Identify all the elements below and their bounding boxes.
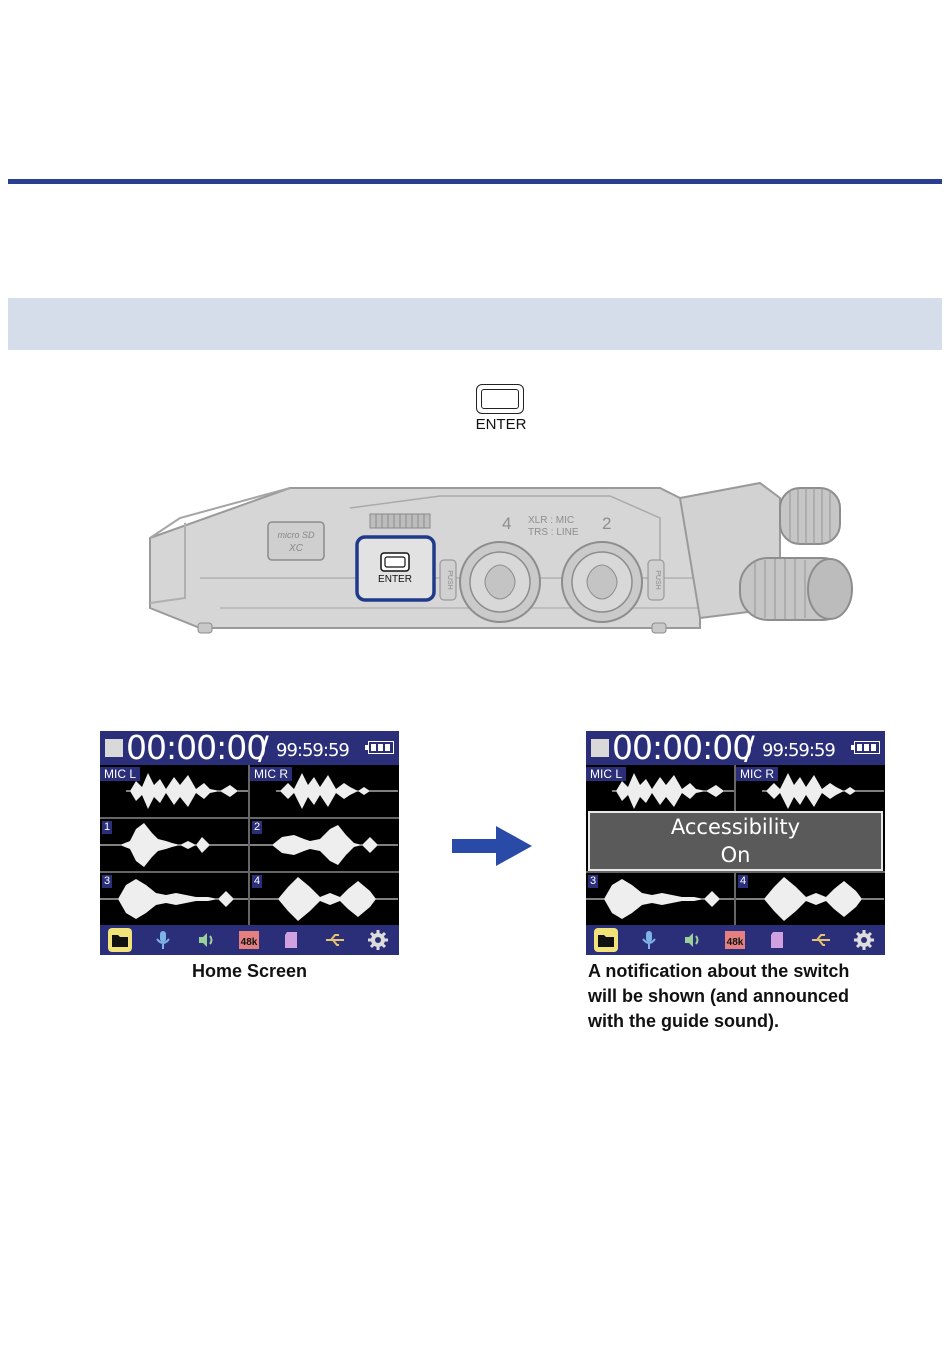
remaining-time: 99:59:59 — [276, 740, 349, 761]
grid-divider — [100, 871, 399, 873]
battery-icon — [368, 741, 394, 754]
status-bar: 00:00:00 / 99:59:59 — [100, 731, 399, 765]
recorder-device-illustration: micro SD XC ENTER 4 2 XLR : MIC TRS : LI… — [140, 478, 860, 648]
folder-icon[interactable] — [108, 928, 132, 952]
track-label: 1 — [102, 821, 112, 834]
caption-line: with the guide sound). — [588, 1009, 928, 1034]
input-2-label: 2 — [602, 514, 611, 533]
track-label: MIC R — [736, 767, 778, 781]
track-grid: MIC L MIC R 1 2 3 4 — [100, 765, 399, 925]
remaining-time: 99:59:59 — [762, 740, 835, 761]
sample-rate-badge: 48k — [727, 937, 744, 948]
notification-title: Accessibility — [590, 813, 881, 841]
speaker-icon[interactable] — [680, 928, 704, 952]
track-label: 4 — [738, 875, 748, 888]
mic-icon[interactable] — [637, 928, 661, 952]
bottom-icon-bar: 48k — [100, 925, 399, 955]
status-bar: 00:00:00 / 99:59:59 — [586, 731, 885, 765]
track-grid: MIC L MIC R 3 4 Accessibility On — [586, 765, 885, 925]
card-slot-label: micro SD — [277, 530, 315, 540]
caption-line: will be shown (and announced — [588, 984, 928, 1009]
input-4-label: 4 — [502, 514, 511, 533]
home-screen-caption: Home Screen — [100, 959, 399, 984]
track-1: 1 — [100, 819, 248, 871]
track-mic-l: MIC L — [100, 765, 248, 817]
enter-key-shape — [476, 384, 524, 414]
battery-icon — [854, 741, 880, 754]
mic-icon[interactable] — [151, 928, 175, 952]
track-mic-l: MIC L — [586, 765, 734, 809]
grid-divider — [100, 817, 399, 819]
home-screen-display: 00:00:00 / 99:59:59 MIC L MIC R 1 2 3 4 — [100, 731, 399, 955]
track-label: MIC R — [250, 767, 292, 781]
track-4: 4 — [736, 873, 884, 925]
track-2: 2 — [250, 819, 398, 871]
time-separator: / — [744, 731, 755, 767]
trs-label: TRS : LINE — [528, 527, 579, 538]
track-label: 3 — [102, 875, 112, 888]
track-4: 4 — [250, 873, 398, 925]
elapsed-time: 00:00:00 — [612, 731, 752, 767]
track-label: MIC L — [586, 767, 626, 781]
speaker-icon[interactable] — [194, 928, 218, 952]
track-3: 3 — [586, 873, 734, 925]
grid-divider — [586, 871, 885, 873]
push-label-left: PUSH — [446, 570, 453, 589]
push-label-right: PUSH — [654, 570, 661, 589]
stop-icon — [105, 739, 123, 757]
bottom-icon-bar: 48k — [586, 925, 885, 955]
time-separator: / — [258, 731, 269, 767]
usb-icon[interactable] — [809, 928, 833, 952]
recorder-device-svg: micro SD XC ENTER 4 2 XLR : MIC TRS : LI… — [140, 478, 860, 648]
gear-icon[interactable] — [852, 928, 876, 952]
notification-status: On — [590, 841, 881, 869]
track-mic-r: MIC R — [736, 765, 884, 809]
right-arrow-icon — [452, 826, 534, 866]
stop-icon — [591, 739, 609, 757]
track-label: MIC L — [100, 767, 140, 781]
gear-icon[interactable] — [366, 928, 390, 952]
section-rule — [8, 179, 942, 184]
notification-screen-display: 00:00:00 / 99:59:59 MIC L MIC R 3 4 Acce… — [586, 731, 885, 955]
sd-card-icon[interactable] — [280, 928, 304, 952]
folder-icon[interactable] — [594, 928, 618, 952]
track-mic-r: MIC R — [250, 765, 398, 817]
sample-rate-48k-icon[interactable]: 48k — [723, 928, 747, 952]
enter-key-icon: ENTER — [474, 384, 528, 434]
accessibility-notification: Accessibility On — [588, 811, 883, 871]
heading-band — [8, 298, 942, 350]
device-enter-label: ENTER — [378, 574, 412, 585]
elapsed-time: 00:00:00 — [126, 731, 266, 767]
enter-key-label: ENTER — [468, 416, 534, 433]
grid-divider — [248, 765, 250, 925]
track-label: 2 — [252, 821, 262, 834]
sample-rate-badge: 48k — [241, 937, 258, 948]
svg-text:XC: XC — [288, 543, 304, 554]
track-label: 3 — [588, 875, 598, 888]
sample-rate-48k-icon[interactable]: 48k — [237, 928, 261, 952]
notification-caption: A notification about the switch will be … — [588, 959, 928, 1034]
xlr-label: XLR : MIC — [528, 515, 574, 526]
track-label: 4 — [252, 875, 262, 888]
sd-card-icon[interactable] — [766, 928, 790, 952]
usb-icon[interactable] — [323, 928, 347, 952]
track-3: 3 — [100, 873, 248, 925]
caption-line: A notification about the switch — [588, 959, 928, 984]
